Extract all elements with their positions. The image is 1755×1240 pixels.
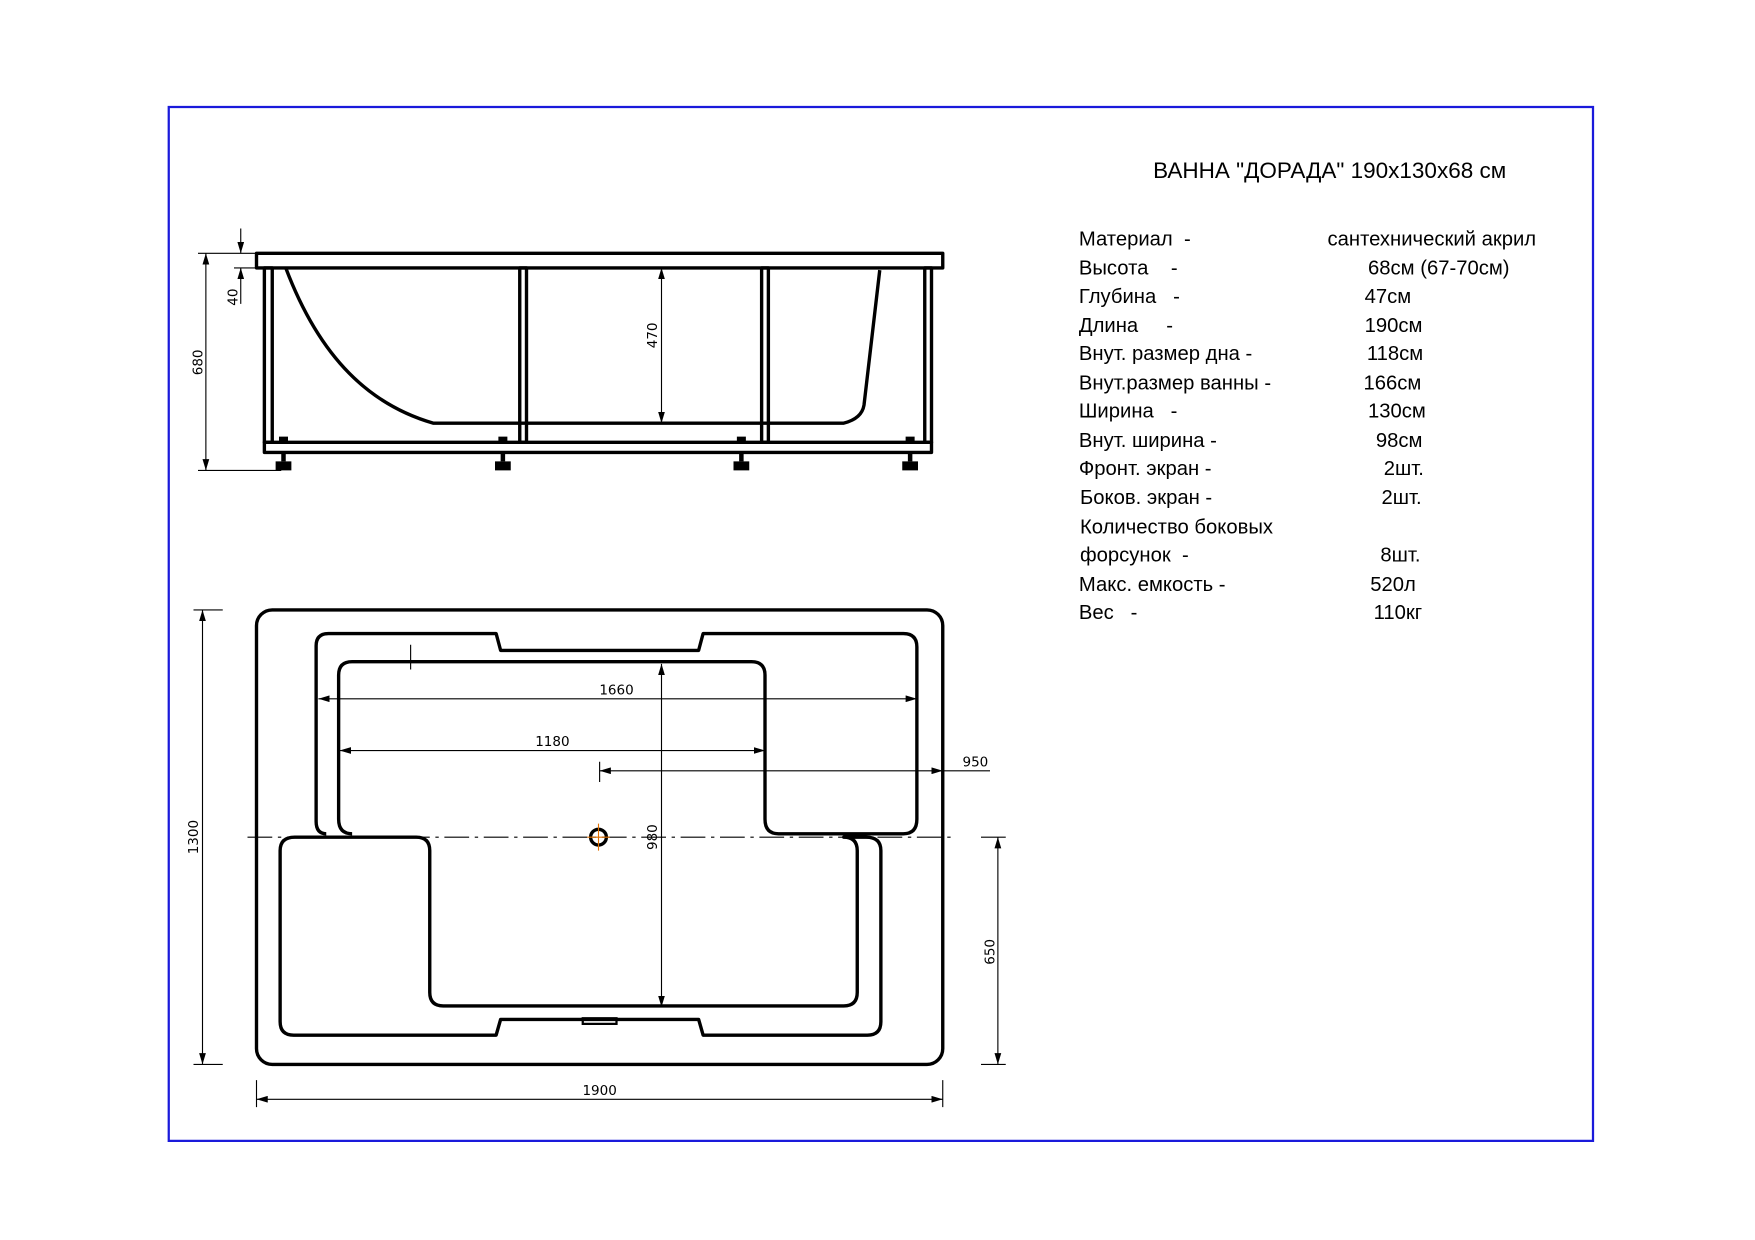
frame-post: [262, 266, 274, 444]
spec-value: 98см: [1376, 430, 1423, 452]
dim-height-label: 680: [191, 349, 207, 375]
dim-inner-length-label: 1660: [599, 682, 633, 698]
bath-bowl: [284, 267, 882, 425]
spec-label: Внут. ширина -: [1079, 430, 1217, 452]
spec-label: Боков. экран -: [1080, 487, 1212, 509]
spec-value: 47см: [1365, 286, 1412, 308]
frame-post: [518, 266, 529, 444]
spec-value: сантехнический акрил: [1328, 228, 1537, 250]
spec-value: 166см: [1364, 372, 1422, 394]
dim-drain-offset-label: 950: [962, 754, 988, 770]
drain-icon: [587, 823, 610, 851]
frame-rail: [262, 440, 934, 455]
dim-width-label: 1300: [186, 820, 202, 854]
spec-value: 2шт.: [1382, 487, 1422, 509]
spec-label: Ширина -: [1079, 401, 1178, 423]
spec-value: 68см (67-70см): [1368, 258, 1510, 280]
lower-outline: [278, 835, 883, 1037]
dim-inner-width-label: 980: [645, 824, 661, 850]
spec-label: Высота -: [1079, 258, 1178, 280]
dim-depth-label: 470: [645, 322, 661, 348]
spec-label: форсунок -: [1080, 545, 1189, 567]
spec-label: Длина -: [1079, 315, 1173, 337]
spec-label: Внут. размер дна -: [1079, 343, 1252, 365]
spec-value: 8шт.: [1380, 545, 1420, 567]
product-title: ВАННА "ДОРАДА" 190x130x68 см: [1153, 158, 1506, 183]
upper-outline: [314, 631, 919, 836]
spec-table: Материал - сантехнический акрил Высота -…: [1079, 228, 1536, 624]
dim-rim-label: 40: [225, 289, 241, 306]
spec-value: 190см: [1365, 315, 1423, 337]
rim: [254, 251, 945, 270]
side-view: 680 40 470: [191, 228, 945, 471]
frame-post: [759, 266, 771, 444]
spec-value: 110кг: [1374, 602, 1423, 624]
dim-bottom-length-label: 1180: [535, 734, 569, 750]
sheet-border: [167, 105, 1595, 1142]
spec-label: Глубина -: [1079, 286, 1180, 308]
spec-label: Макс. емкость -: [1079, 574, 1226, 596]
spec-label: Количество боковых: [1080, 516, 1273, 538]
spec-value: 130см: [1368, 401, 1426, 423]
spec-value: 118см: [1367, 343, 1423, 365]
dim-length-label: 1900: [582, 1083, 616, 1099]
spec-label: Материал -: [1079, 228, 1191, 250]
spec-label: Внут.размер ванны -: [1079, 372, 1271, 394]
adjustable-feet: [275, 436, 918, 471]
spec-label: Фронт. экран -: [1079, 458, 1212, 480]
overflow: [581, 1017, 618, 1025]
spec-value: 2шт.: [1384, 458, 1424, 480]
top-view: 1660 1180 950 980 1300 650 1900: [186, 608, 1006, 1108]
spec-value: 520л: [1370, 574, 1416, 596]
frame-post: [923, 266, 934, 444]
dim-half-width-label: 650: [983, 939, 999, 965]
spec-label: Вес -: [1079, 602, 1138, 624]
